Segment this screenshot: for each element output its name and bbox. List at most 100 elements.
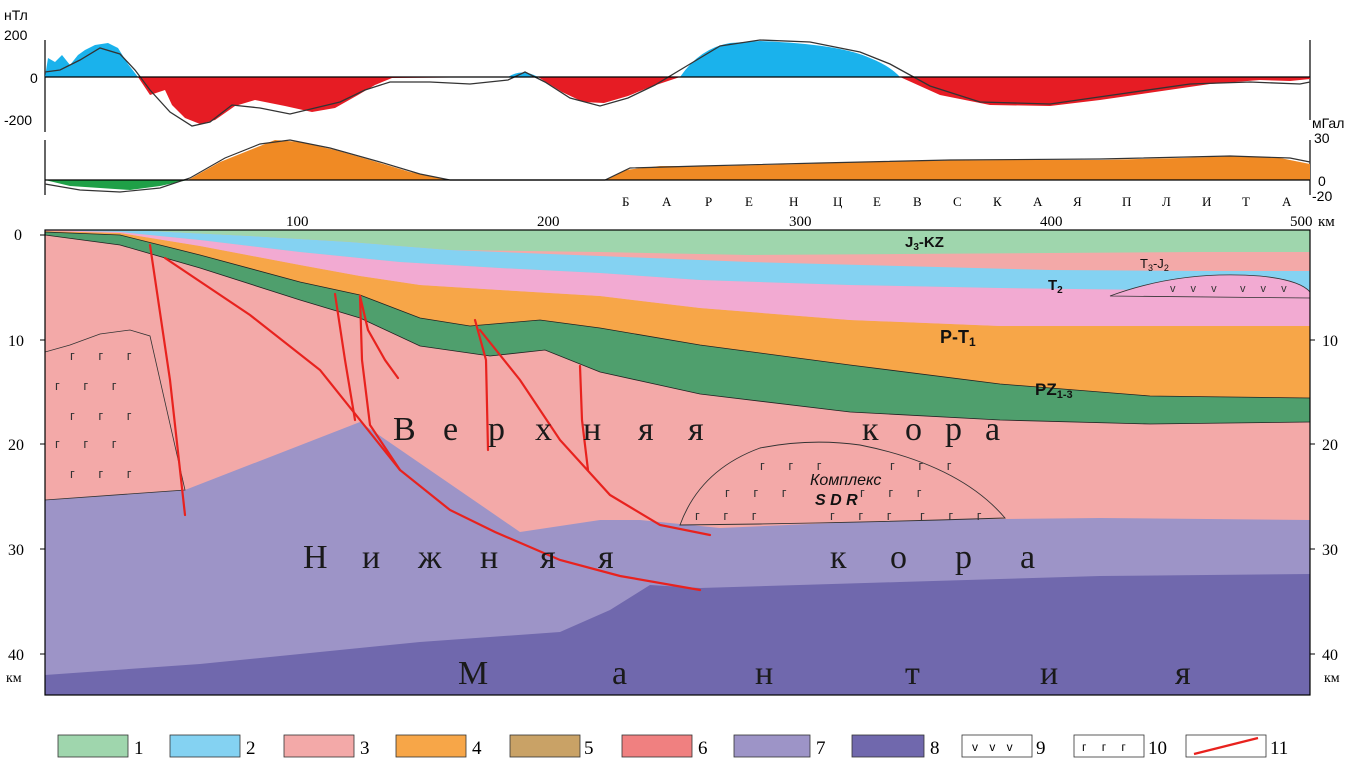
strata-labels: J3-KZ T3-J2 T2 P-T1 PZ1-3 <box>905 234 1169 401</box>
distance-unit-label: км <box>1318 214 1335 230</box>
magnetic-tick-label: -200 <box>4 112 32 128</box>
legend-item-7: 7 <box>733 734 826 759</box>
plate-name-letter: В <box>913 194 922 209</box>
magnetic-positive-fill <box>680 41 900 77</box>
legend-item-9: v v v 9 <box>961 734 1046 759</box>
t3j2-label: T3-J2 <box>1140 256 1169 273</box>
left-depth-axis: 0 10 20 30 40 км <box>6 227 24 686</box>
plate-name-letter: А <box>1282 194 1292 209</box>
gravity-negative-fill <box>45 180 188 190</box>
magnetic-anomaly-panel: нТл 200 0 -200 <box>4 7 1311 132</box>
plate-name-letter: Б <box>622 194 629 209</box>
plate-name-letter: Ц <box>833 194 843 209</box>
fault-line <box>148 243 187 517</box>
depth-tick-label: 40 <box>1322 647 1338 664</box>
depth-unit-label: км <box>6 671 22 686</box>
lower-crust-letter: Н <box>303 539 328 576</box>
distance-axis: 100 200 300 400 500 км <box>286 214 1335 230</box>
legend-swatch <box>395 734 467 758</box>
legend-swatch <box>169 734 241 758</box>
legend-label: 7 <box>816 738 826 759</box>
upper-crust-letter: В <box>393 411 416 448</box>
lower-crust-letter: я <box>540 539 556 576</box>
plate-name-letter: Я <box>1073 194 1082 209</box>
plate-name-letter: К <box>993 194 1002 209</box>
upper-crust-letter: а <box>985 411 1000 448</box>
legend-item-5: 5 <box>509 734 594 759</box>
fault-line <box>333 292 357 422</box>
gravity-tick-label: 30 <box>1314 130 1330 146</box>
upper-crust-letter: е <box>443 411 458 448</box>
mantle-letter: я <box>1175 655 1191 692</box>
legend-item-3: 3 <box>283 734 370 759</box>
legend-label: 11 <box>1270 738 1288 759</box>
gravity-anomaly-panel: мГал 30 0 -20 <box>44 115 1344 204</box>
mantle-letter: и <box>1040 655 1058 692</box>
legend-label: 5 <box>584 738 594 759</box>
magnetic-tick-label: 200 <box>4 27 28 43</box>
fault-line <box>478 328 712 537</box>
legend-item-6: 6 <box>621 734 708 759</box>
upper-crust-letter: я <box>638 411 654 448</box>
distance-tick-label: 500 <box>1290 214 1313 230</box>
plate-name-letter: Л <box>1162 194 1171 209</box>
plate-name-letter: Р <box>705 194 712 209</box>
legend-swatch <box>57 734 129 758</box>
left-basalt-body <box>45 329 186 501</box>
depth-unit-label: км <box>1324 671 1340 686</box>
volcanic-marks: v v v <box>1170 283 1223 295</box>
lower-crust-letter: и <box>362 539 380 576</box>
t2-layer <box>45 230 1310 326</box>
legend-item-10: г г г 10 <box>1073 734 1167 759</box>
svg-text:г г г: г г г <box>70 408 141 423</box>
svg-text:г г г: г г г <box>860 485 931 500</box>
legend-swatch <box>509 734 581 758</box>
legend-pattern: г г г <box>1082 740 1132 754</box>
upper-crust-letter: р <box>945 411 962 448</box>
svg-text:S D R: S D R <box>815 492 858 509</box>
plate-name-letter: Т <box>1242 194 1250 209</box>
svg-text:г г г: г г г <box>55 378 126 393</box>
svg-text:Комплекс: Комплекс <box>810 472 881 489</box>
t2-label: T2 <box>1048 277 1063 296</box>
svg-text:г г г: г г г <box>725 485 796 500</box>
sdr-complex-label: Комплекс S D R <box>810 472 881 509</box>
pz13-label: PZ1-3 <box>1035 380 1073 401</box>
depth-tick-label: 20 <box>8 437 24 454</box>
depth-tick-label: 30 <box>1322 542 1338 559</box>
legend-swatch <box>283 734 355 758</box>
plate-name-letter: Н <box>789 194 798 209</box>
fault-line <box>473 318 490 452</box>
legend-item-11: 11 <box>1185 734 1288 759</box>
legend-label: 8 <box>930 738 940 759</box>
svg-text:г г г: г г г <box>70 466 141 481</box>
magnetic-model-curve <box>44 39 1311 127</box>
magnetic-negative-fill <box>138 77 508 124</box>
right-depth-axis: 10 20 30 40 км <box>1322 333 1340 686</box>
gravity-positive-fill <box>605 156 1310 180</box>
depth-tick-label: 10 <box>1322 333 1338 350</box>
plate-name-letter: П <box>1122 194 1131 209</box>
distance-tick-label: 400 <box>1040 214 1063 230</box>
svg-text:г г г: г г г <box>890 458 961 473</box>
pt1-label: P-T1 <box>940 327 976 349</box>
svg-text:г г г: г г г <box>760 458 831 473</box>
t3j2-layer <box>45 230 1310 292</box>
legend-label: 1 <box>134 738 144 759</box>
sdr-complex-body <box>679 441 1006 526</box>
magnetic-negative-fill <box>900 77 1310 106</box>
sdr-basalt-marks: г г г г г г г г г г г г г г г г г г г г … <box>695 458 981 523</box>
fault-line <box>358 294 402 472</box>
fault-line <box>578 364 590 472</box>
mantle-layer <box>45 574 1310 695</box>
plate-name-letter: С <box>953 194 962 209</box>
volcanic-marks: v v v <box>1240 283 1293 295</box>
lower-crust-letter: р <box>955 539 972 576</box>
lower-crust-letter: о <box>890 539 907 576</box>
lower-crust-letter: ж <box>417 539 442 576</box>
depth-ticks <box>40 234 1315 655</box>
lower-crust-letter: а <box>1020 539 1035 576</box>
gravity-positive-fill <box>188 140 450 180</box>
legend-item-1: 1 <box>57 734 144 759</box>
